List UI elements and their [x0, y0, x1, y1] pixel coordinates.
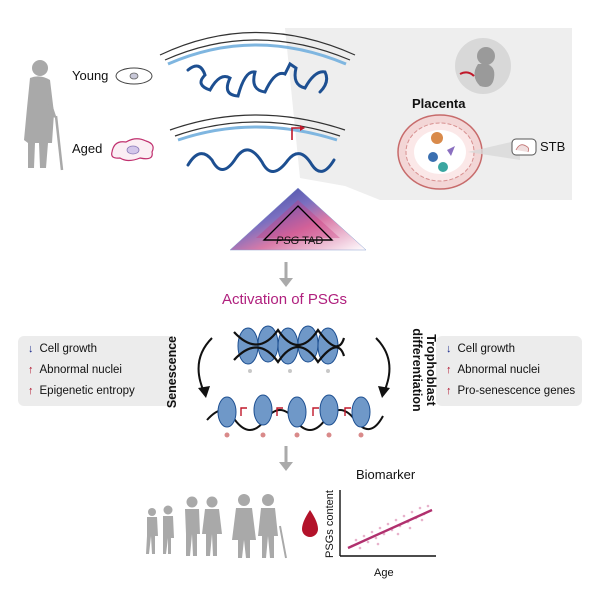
elderly-person-icon: [24, 60, 64, 171]
up-arrow-icon: ↑: [446, 385, 452, 397]
stb-cell-icon: [511, 138, 537, 156]
left-effect-text: Epigenetic entropy: [39, 385, 135, 397]
fetus-icon: [455, 38, 511, 94]
left-effect-row: ↑ Abnormal nuclei: [28, 363, 122, 377]
left-effect-row: ↑ Epigenetic entropy: [28, 384, 135, 398]
trend-line: [347, 508, 433, 550]
nucleosome-array-compact: [233, 325, 346, 373]
aged-cell-icon: [111, 138, 154, 162]
placenta-icon: [397, 114, 483, 190]
y-axis-label: PSGs content: [324, 490, 336, 558]
right-effect-text: Pro-senescence genes: [457, 385, 576, 397]
left-effect-text: Abnormal nuclei: [39, 364, 122, 376]
x-axis-label: Age: [374, 567, 394, 579]
up-arrow-icon: ↑: [28, 385, 34, 397]
senescence-label: Senescence: [165, 335, 179, 409]
young-label: Young: [72, 68, 109, 83]
tad-label-rest: TAD: [299, 235, 324, 247]
tad-label: PSG TAD: [276, 234, 323, 248]
arrow-down-2: [279, 446, 293, 471]
arrow-down-1: [279, 262, 293, 287]
stb-label: STB: [540, 139, 566, 154]
biomarker-title: Biomarker: [356, 467, 416, 482]
up-arrow-icon: ↑: [446, 364, 452, 376]
blood-drop-icon: [302, 510, 318, 537]
biomarker-chart: [339, 490, 436, 557]
nucleosome-array-open: [206, 394, 384, 438]
family-silhouettes-icon: [146, 494, 287, 559]
right-effects-box: ↓ Cell growth ↑ Abnormal nuclei ↑ Pro-senes…: [436, 336, 582, 406]
right-effect-row: ↓ Cell growth: [446, 342, 515, 356]
trophoblast-line1: Trophoblast: [424, 334, 438, 406]
placenta-label: Placenta: [412, 96, 466, 111]
left-effects-box: ↓ Cell growth ↑ Abnormal nuclei ↑ Epigeneti…: [18, 336, 176, 406]
activation-label: Activation of PSGs: [222, 291, 348, 308]
aged-label: Aged: [72, 141, 103, 156]
trophoblast-label: Trophoblast differentiation: [410, 320, 438, 420]
right-effect-text: Cell growth: [457, 343, 516, 355]
down-arrow-icon: ↓: [28, 343, 34, 355]
down-arrow-icon: ↓: [446, 343, 452, 355]
left-effect-text: Cell growth: [39, 343, 98, 355]
tad-heatmap: [229, 187, 367, 251]
up-arrow-icon: ↑: [28, 364, 34, 376]
right-effect-row: ↑ Pro-senescence genes: [446, 384, 575, 398]
young-cell-icon: [115, 67, 153, 85]
trophoblast-line2: differentiation: [410, 328, 424, 412]
right-effect-row: ↑ Abnormal nuclei: [446, 363, 540, 377]
left-effect-row: ↓ Cell growth: [28, 342, 97, 356]
right-effect-text: Abnormal nuclei: [457, 364, 540, 376]
tad-label-italic: PSG: [276, 235, 300, 247]
